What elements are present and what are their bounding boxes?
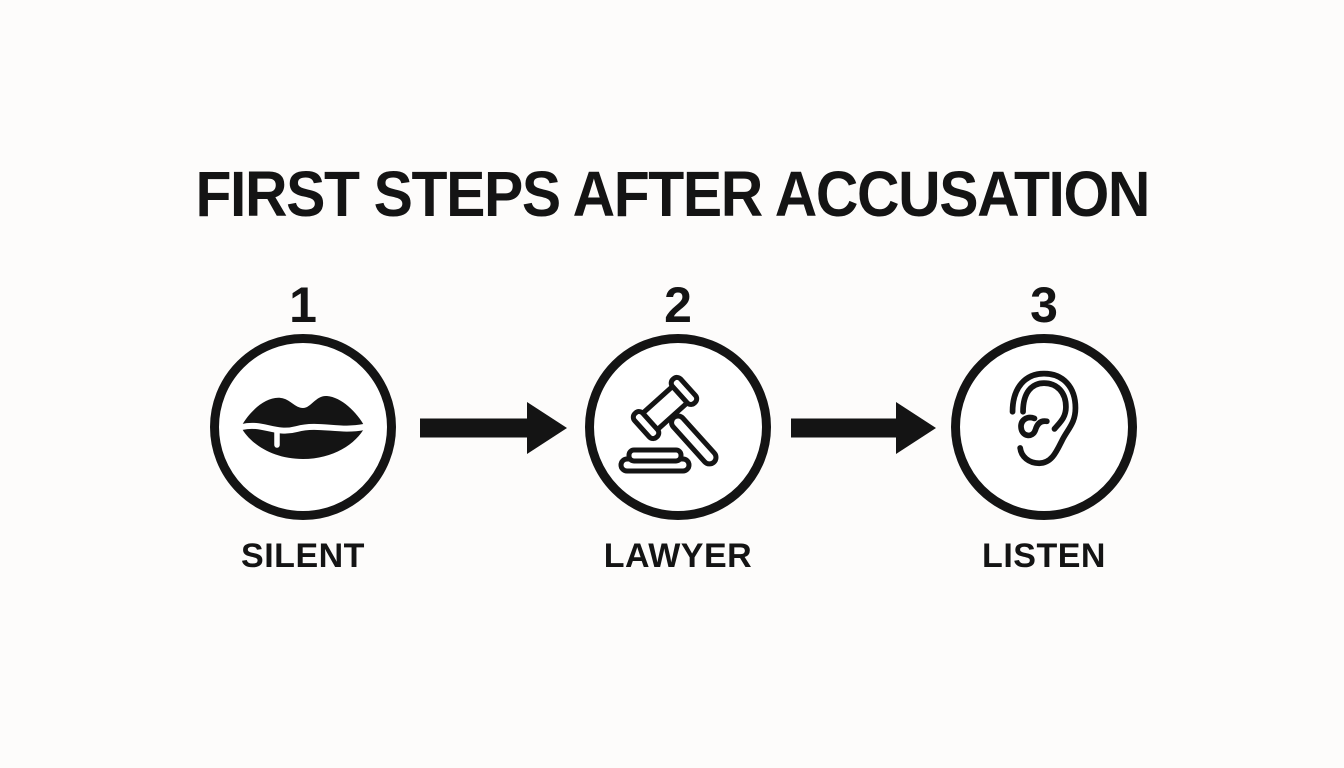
step-number: 1: [289, 277, 317, 333]
step-label: SILENT: [241, 537, 365, 575]
gavel-icon: [613, 374, 743, 480]
page-title: FIRST STEPS AFTER ACCUSATION: [195, 158, 1150, 230]
step-circle: [951, 334, 1137, 520]
step-silent: 1 SILENT: [183, 277, 423, 575]
step-label: LAWYER: [603, 537, 753, 575]
step-number: 3: [1030, 277, 1058, 333]
lips-icon: [236, 387, 370, 467]
step-lawyer: 2 LAWYER: [558, 277, 798, 575]
step-circle: [585, 334, 771, 520]
step-listen: 3 LISTEN: [924, 277, 1164, 575]
arrow-right-icon: [420, 400, 567, 456]
step-number: 2: [664, 277, 692, 333]
ear-icon: [994, 366, 1094, 488]
step-circle: [210, 334, 396, 520]
arrow-right-icon: [791, 400, 936, 456]
step-label: LISTEN: [982, 537, 1106, 575]
